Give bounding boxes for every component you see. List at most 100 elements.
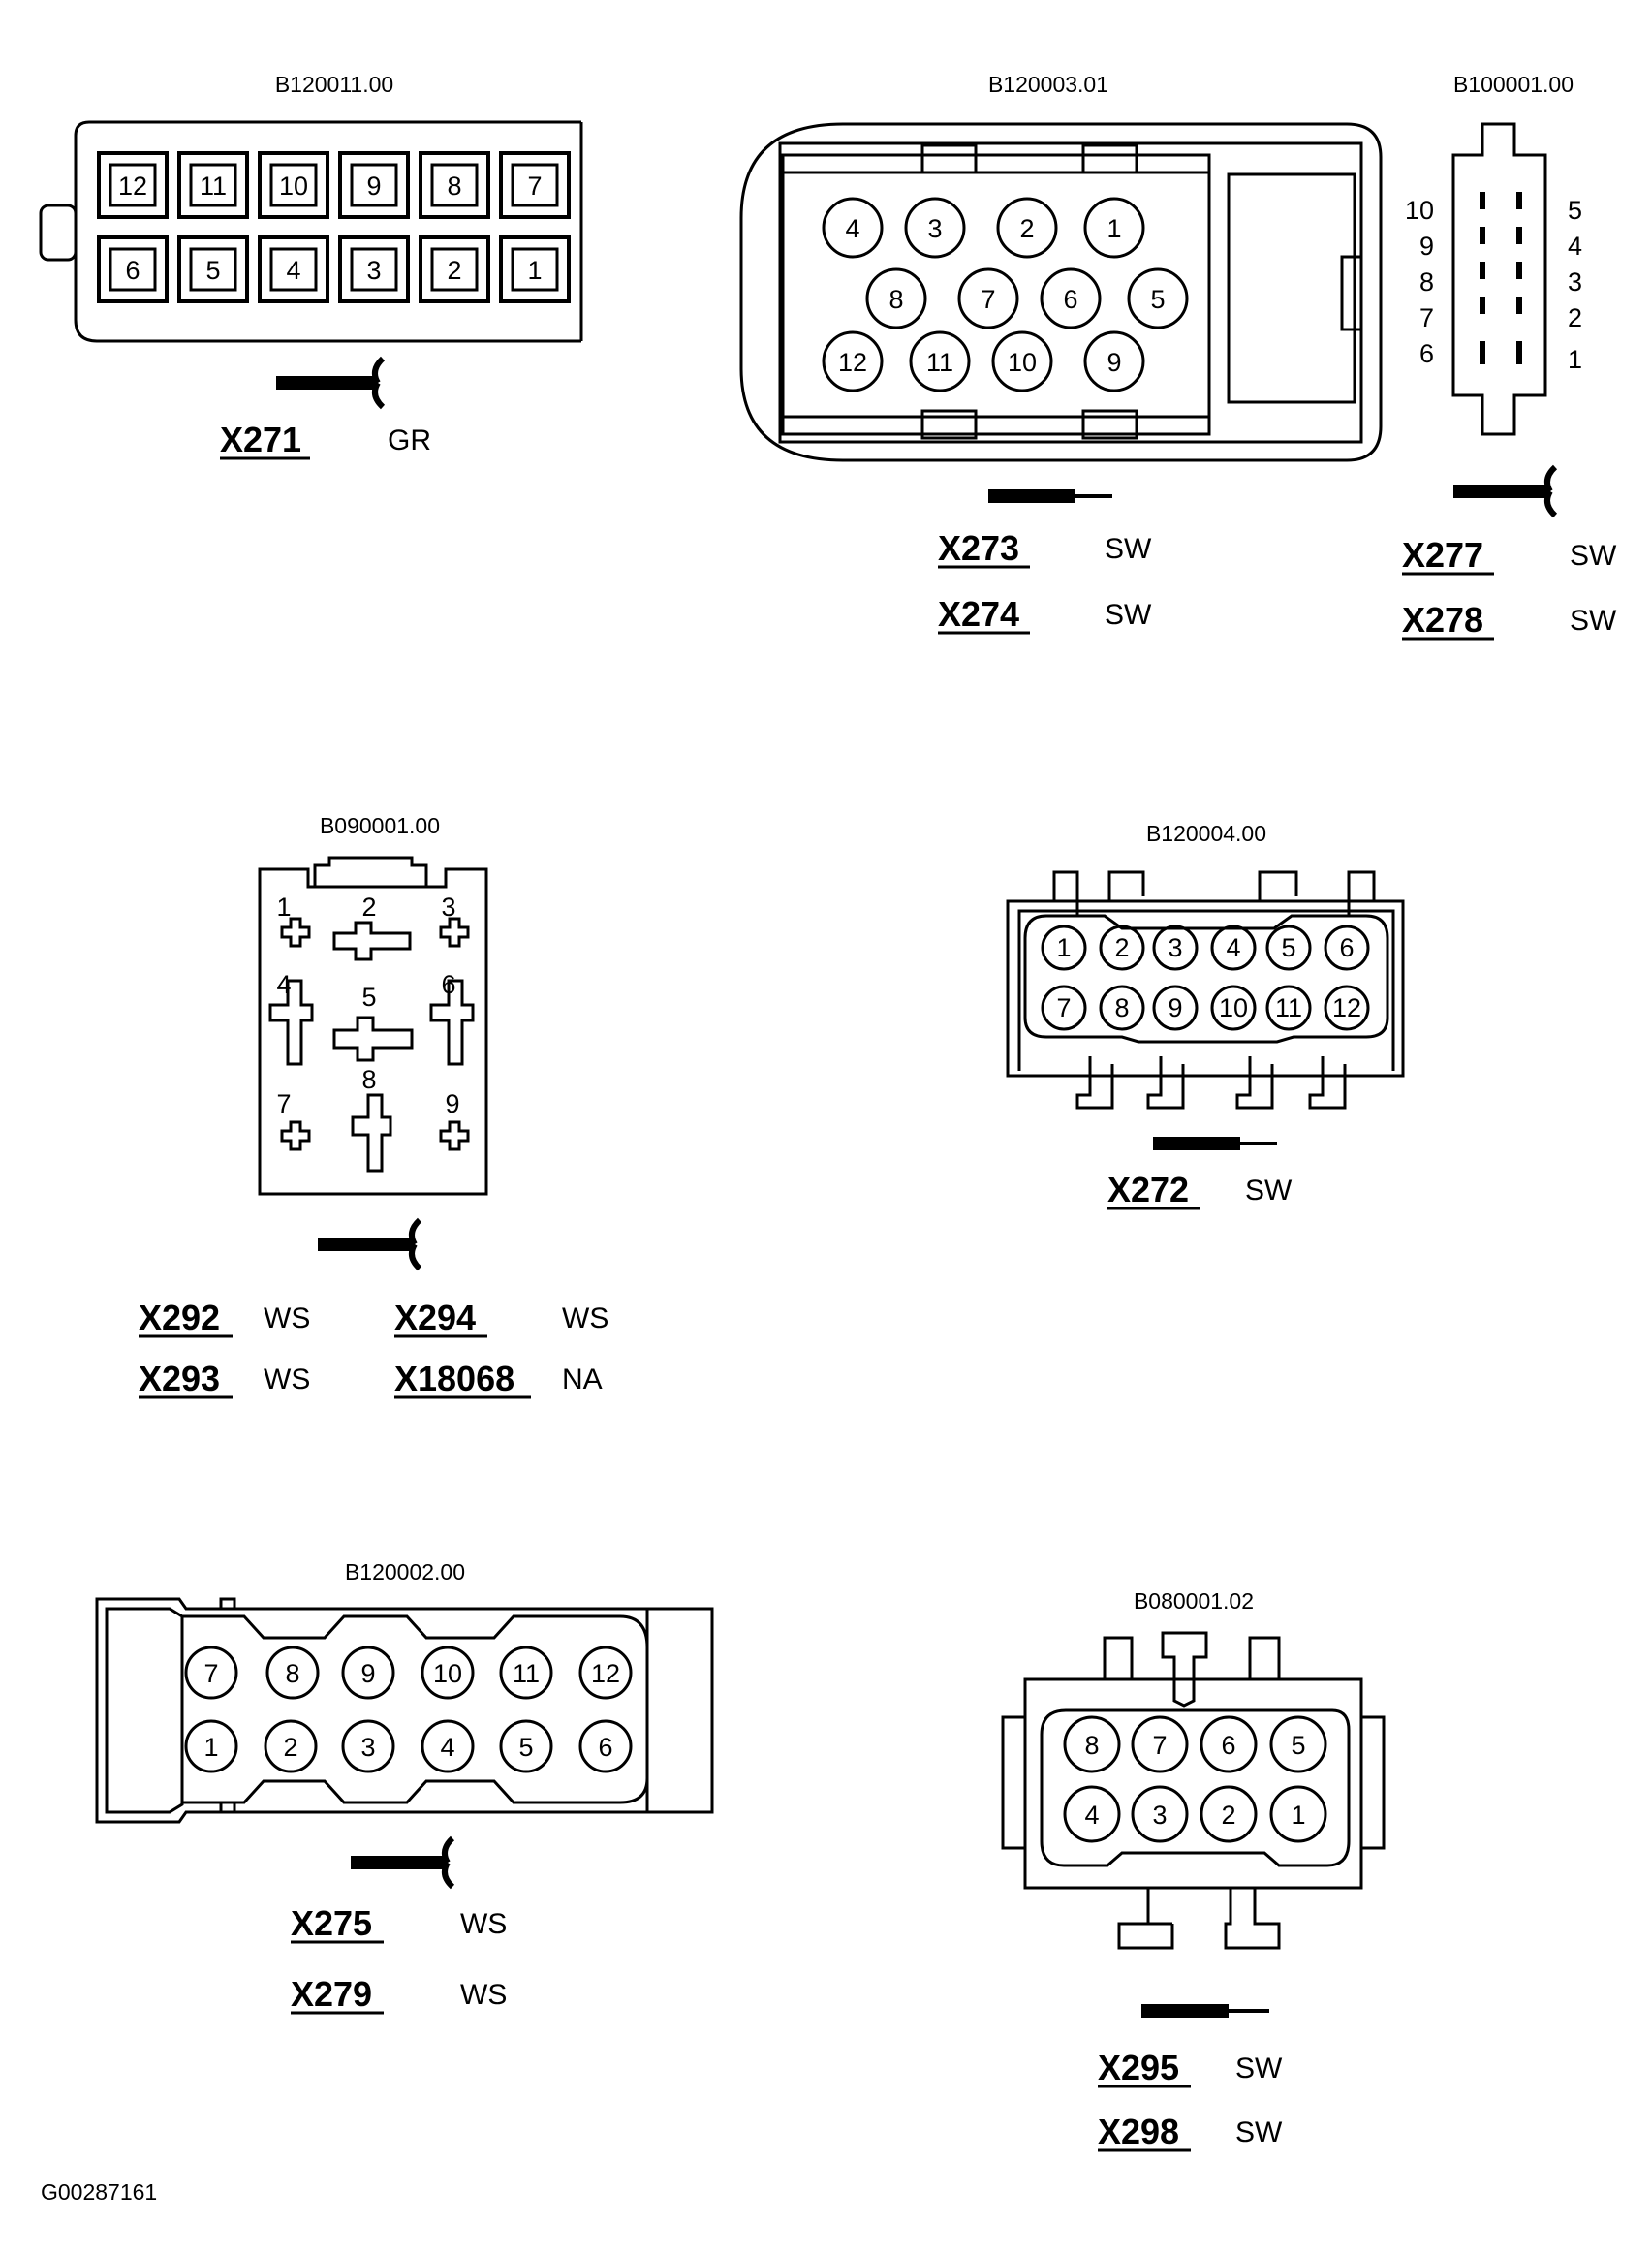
wire-color: WS (460, 1908, 507, 1940)
pin-label: 5 (1291, 1731, 1305, 1760)
pin-label: 8 (1419, 267, 1434, 297)
pin-label: 1 (1568, 345, 1582, 374)
socket-terminal-icon (318, 1217, 422, 1271)
pin-label: 6 (1339, 933, 1354, 962)
connector-code: X295 (1098, 2048, 1179, 2087)
connector-b080001: B080001.02 8 7 6 5 4 3 2 1 X295 SW X2 (1001, 1588, 1386, 2152)
pin-label: 6 (1063, 285, 1077, 314)
pin-label: 6 (441, 970, 455, 999)
pin-label: 3 (1568, 267, 1582, 297)
connector-housing (1006, 899, 1405, 1078)
connector-b120003: B120003.01 4 3 2 1 8 7 6 5 12 11 10 9 (739, 72, 1383, 635)
pin-label: 7 (203, 1659, 218, 1688)
connector-code: X272 (1107, 1170, 1189, 1209)
pin-label: 1 (276, 893, 291, 922)
pin-label: 4 (286, 256, 300, 285)
wire-color: SW (1105, 533, 1152, 565)
wire-color: WS (460, 1979, 507, 2011)
pin-label: 8 (361, 1065, 376, 1094)
connector-code: X292 (139, 1298, 220, 1337)
pin-label: 1 (1056, 933, 1071, 962)
pin-label: 10 (279, 172, 308, 201)
pin-label: 5 (1150, 285, 1165, 314)
pin-label: 6 (1419, 339, 1434, 368)
connector-housing (95, 1597, 714, 1824)
pin-label: 4 (845, 214, 859, 243)
wire-color: WS (264, 1364, 310, 1395)
pin-label: 8 (1084, 1731, 1099, 1760)
wire-color: WS (562, 1302, 608, 1334)
wire-color: SW (1570, 540, 1617, 572)
pin-terminal-icon (988, 489, 1112, 503)
pin-label: 10 (1008, 348, 1037, 377)
connector-b120004: B120004.00 1 2 3 4 5 6 7 8 9 10 11 12 (1006, 821, 1405, 1210)
part-number: B120002.00 (345, 1559, 465, 1584)
figure-reference: G00287161 (41, 2179, 157, 2205)
connector-code: X279 (291, 1974, 372, 2014)
connector-code: X18068 (394, 1359, 514, 1398)
pin-label: 8 (447, 172, 461, 201)
pin-label: 3 (1152, 1801, 1167, 1830)
pin-label: 2 (361, 893, 376, 922)
connector-code: X273 (938, 528, 1019, 568)
pin-label: 9 (1168, 993, 1182, 1022)
wire-color: GR (388, 424, 431, 456)
socket-terminal-icon (1453, 464, 1558, 518)
part-number: B100001.00 (1453, 72, 1574, 97)
pin-label: 9 (360, 1659, 375, 1688)
pin-label: 2 (447, 256, 461, 285)
pin-label: 4 (440, 1733, 454, 1762)
pin-label: 10 (1405, 196, 1434, 225)
pin-terminal-icon (1141, 2004, 1269, 2018)
pin-label: 1 (1107, 214, 1121, 243)
pin-label: 4 (1084, 1801, 1099, 1830)
connector-code: X277 (1402, 535, 1483, 575)
pin-label: 10 (1219, 993, 1248, 1022)
pin-label: 2 (1114, 933, 1129, 962)
pin-label: 3 (366, 256, 381, 285)
wire-color: SW (1235, 2053, 1283, 2085)
pin-label: 5 (205, 256, 220, 285)
wire-color: WS (264, 1302, 310, 1334)
pin-label: 3 (927, 214, 942, 243)
connector-code: X275 (291, 1903, 372, 1943)
pin-label: 3 (441, 893, 455, 922)
part-number: B120003.01 (988, 72, 1108, 97)
wire-color: SW (1570, 605, 1617, 637)
pin-label: 12 (591, 1659, 620, 1688)
connector-code: X278 (1402, 600, 1483, 640)
pin-label: 7 (1056, 993, 1071, 1022)
socket-terminal-icon (351, 1835, 455, 1890)
pin-label: 1 (527, 256, 542, 285)
connector-b120011: B120011.00 12 11 10 9 8 7 6 5 (39, 72, 583, 460)
pin-label: 8 (1114, 993, 1129, 1022)
pin-label: 12 (1332, 993, 1361, 1022)
part-number: B080001.02 (1134, 1588, 1254, 1614)
connector-code: X274 (938, 594, 1019, 634)
pin-label: 8 (888, 285, 903, 314)
pin-label: 4 (1226, 933, 1240, 962)
pin-label: 4 (1568, 232, 1582, 261)
pin-label: 9 (1107, 348, 1121, 377)
pin-label: 9 (445, 1089, 459, 1118)
pin-label: 11 (513, 1659, 540, 1688)
pin-label: 5 (361, 983, 376, 1012)
pin-label: 7 (981, 285, 995, 314)
pin-terminal-icon (1153, 1137, 1277, 1150)
pin-label: 3 (360, 1733, 375, 1762)
connector-code: X294 (394, 1298, 476, 1337)
part-number: B090001.00 (320, 813, 440, 838)
pin-label: 6 (598, 1733, 612, 1762)
wire-color: SW (1105, 599, 1152, 631)
wire-color: SW (1245, 1175, 1293, 1207)
pin-label: 12 (118, 172, 147, 201)
connector-b090001: B090001.00 1 2 3 4 5 6 7 8 9 (139, 813, 608, 1399)
pin-label: 12 (838, 348, 867, 377)
pin-label: 2 (1221, 1801, 1235, 1830)
pin-label: 7 (276, 1089, 291, 1118)
connector-b100001: B100001.00 10 9 8 7 6 5 4 3 2 1 X277 (1402, 72, 1617, 641)
pin-label: 11 (926, 348, 953, 377)
pin-label: 11 (1275, 993, 1302, 1022)
pin-label: 10 (433, 1659, 462, 1688)
